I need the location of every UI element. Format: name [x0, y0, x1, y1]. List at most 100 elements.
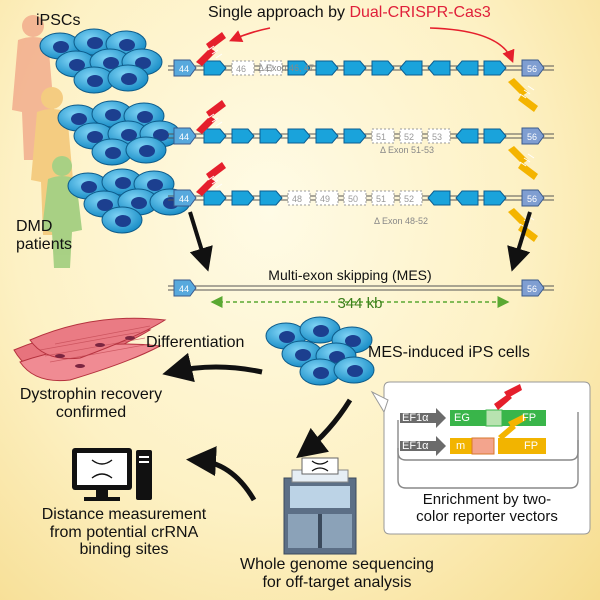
deleted-exon — [399, 128, 423, 144]
header-prefix: Single approach by — [208, 4, 350, 21]
exon — [315, 128, 339, 144]
promoter-label-1: EF1α — [402, 412, 429, 424]
end-exon — [521, 59, 545, 77]
deletion-label-3: Δ Exon 48-52 — [374, 216, 429, 226]
exon — [343, 128, 367, 144]
dna-icon-screen — [91, 459, 113, 479]
cell-nucleus — [345, 335, 361, 347]
end-exon — [521, 189, 545, 207]
deletion-label-2: Δ Exon 51-53 — [380, 145, 435, 155]
red-cas3-scissor — [196, 162, 226, 196]
cell-nucleus — [347, 365, 363, 377]
egfp-label-a: EG — [454, 412, 470, 424]
exon — [455, 190, 479, 206]
reporter-yellow-scissor — [498, 414, 526, 440]
deleted-exon — [371, 128, 395, 144]
to-wgs-arrow — [296, 398, 353, 459]
cell-nucleus — [137, 111, 153, 123]
cell-nucleus — [153, 129, 169, 141]
cell-nucleus — [115, 215, 131, 227]
differentiation-arrow — [162, 352, 263, 383]
sequencer-icon — [283, 457, 357, 555]
end-exon-label: 56 — [527, 284, 537, 294]
exon — [259, 128, 283, 144]
end-exon-label: 56 — [527, 194, 537, 204]
reporter-caption: Enrichment by two- color reporter vector… — [416, 491, 558, 525]
header-title: Single approach by Dual-CRISPR-Cas3 — [208, 4, 491, 22]
exon — [483, 190, 507, 206]
to-distance-arrow — [186, 446, 257, 502]
deleted-exon-label: 49 — [320, 194, 330, 204]
end-exon-label: 56 — [527, 64, 537, 74]
cell-nucleus — [135, 57, 151, 69]
promoter-label-2: EF1α — [402, 440, 429, 452]
end-exon-label: 44 — [179, 132, 189, 142]
end-exon — [173, 279, 197, 297]
computer-icon — [72, 448, 152, 501]
exon — [287, 128, 311, 144]
cell-nucleus — [313, 367, 329, 379]
deleted-exon-label: 51 — [376, 194, 386, 204]
cell-nucleus — [69, 59, 85, 71]
end-exon — [173, 127, 197, 145]
mrfp-label-b: FP — [524, 440, 539, 452]
header-highlight: Dual-CRISPR-Cas3 — [349, 4, 491, 21]
exon — [231, 128, 255, 144]
dystrophin-label: Dystrophin recovery confirmed — [19, 386, 163, 421]
cell-nucleus — [279, 331, 295, 343]
patient-silhouettes — [12, 15, 82, 268]
deleted-exon-label: 51 — [376, 132, 386, 142]
mrfp-label-a: m — [456, 440, 466, 452]
deleted-exon — [315, 190, 339, 206]
deleted-exon-label: 53 — [432, 132, 442, 142]
cell-nucleus — [313, 325, 329, 337]
end-exon-label: 56 — [527, 132, 537, 142]
ipscs-label: iPSCs — [36, 12, 81, 29]
cell-nucleus — [97, 199, 113, 211]
red-cas3-scissor — [196, 100, 226, 134]
egfp-target-a — [485, 409, 503, 427]
distance-caption: Distance measurement from potential crRN… — [41, 506, 207, 559]
exon — [371, 60, 395, 76]
deleted-exon — [231, 60, 255, 76]
cell-nucleus — [87, 131, 103, 143]
exon — [427, 60, 451, 76]
egfp-label-b: FP — [522, 412, 537, 424]
deleted-exon-label: 52 — [404, 194, 414, 204]
deleted-exon-label: 52 — [404, 132, 414, 142]
reporter-red-scissor — [494, 384, 522, 410]
deleted-exon — [371, 190, 395, 206]
cell-nucleus — [115, 177, 131, 189]
left-black-arrow — [188, 211, 213, 272]
end-exon — [521, 279, 545, 297]
cell-nucleus — [81, 181, 97, 193]
promoter-arrow-2 — [400, 436, 446, 456]
exon — [427, 190, 451, 206]
exon — [203, 128, 227, 144]
wgs-caption: Whole genome sequencing for off-target a… — [240, 556, 434, 591]
exon — [203, 190, 227, 206]
differentiation-label: Differentiation — [146, 334, 245, 351]
exon — [399, 60, 423, 76]
exon — [483, 128, 507, 144]
deletion-label-1: Δ Exon 46, 47 — [258, 63, 315, 73]
end-exon — [173, 59, 197, 77]
exon — [259, 190, 283, 206]
cell-nucleus — [105, 109, 121, 121]
egfp-gene-a — [450, 410, 492, 426]
mrfp-target-a — [471, 437, 495, 455]
reporter-vector-box — [370, 381, 591, 535]
cell-nucleus — [87, 75, 103, 87]
cell-nucleus — [103, 57, 119, 69]
deleted-exon — [427, 128, 451, 144]
deleted-exon — [343, 190, 367, 206]
dmd-patients-label: DMD patients — [16, 218, 73, 253]
end-exon — [521, 127, 545, 145]
deleted-exon — [287, 190, 311, 206]
